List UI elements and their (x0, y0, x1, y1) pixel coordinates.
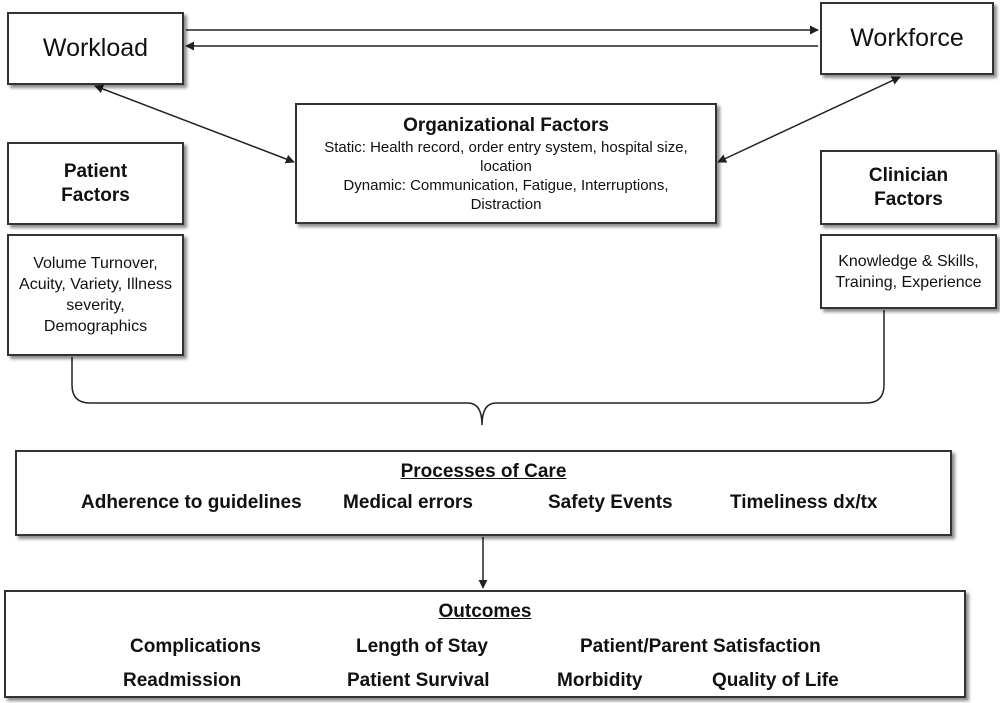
arrow-workload-organizational (94, 84, 295, 164)
merge-brace (71, 310, 885, 426)
workforce-box: Workforce (820, 2, 994, 75)
outcome-item: Readmission (123, 670, 242, 691)
outcomes-title: Outcomes (438, 601, 532, 622)
organizational-factors-title: Organizational Factors (403, 114, 609, 136)
patient-factors-title: Patient Factors (61, 160, 130, 206)
process-item: Medical errors (343, 492, 473, 513)
patient-factors-box: Patient Factors (7, 142, 184, 225)
patient-details-box: Volume Turnover, Acuity, Variety, Illnes… (7, 234, 184, 356)
processes-of-care-box: Processes of Care Adherence to guideline… (15, 450, 952, 536)
arrow-workforce-organizational (717, 76, 901, 163)
clinician-factors-box: Clinician Factors (820, 150, 997, 225)
outcome-item: Complications (130, 636, 261, 657)
outcome-item: Patient Survival (347, 670, 490, 691)
organizational-dynamic-text: Dynamic: Communication, Fatigue, Interru… (343, 176, 669, 213)
patient-details-text: Volume Turnover, Acuity, Variety, Illnes… (19, 255, 172, 335)
process-item: Safety Events (548, 492, 673, 513)
process-item: Timeliness dx/tx (730, 492, 878, 513)
workload-label: Workload (42, 34, 149, 62)
organizational-factors-box: Organizational Factors Static: Health re… (295, 103, 717, 224)
outcome-item: Morbidity (557, 670, 643, 691)
outcome-item: Length of Stay (356, 636, 488, 657)
organizational-static-text: Static: Health record, order entry syste… (324, 138, 688, 175)
workforce-label: Workforce (850, 24, 964, 52)
clinician-details-box: Knowledge & Skills, Training, Experience (820, 234, 997, 309)
outcome-item: Patient/Parent Satisfaction (580, 636, 821, 657)
processes-of-care-title: Processes of Care (400, 461, 567, 482)
outcomes-box: Outcomes Complications Length of Stay Pa… (4, 590, 966, 698)
clinician-details-text: Knowledge & Skills, Training, Experience (835, 252, 982, 291)
outcome-item: Quality of Life (712, 670, 839, 691)
process-item: Adherence to guidelines (81, 492, 302, 513)
workload-box: Workload (7, 12, 184, 85)
clinician-factors-title: Clinician Factors (868, 164, 949, 210)
